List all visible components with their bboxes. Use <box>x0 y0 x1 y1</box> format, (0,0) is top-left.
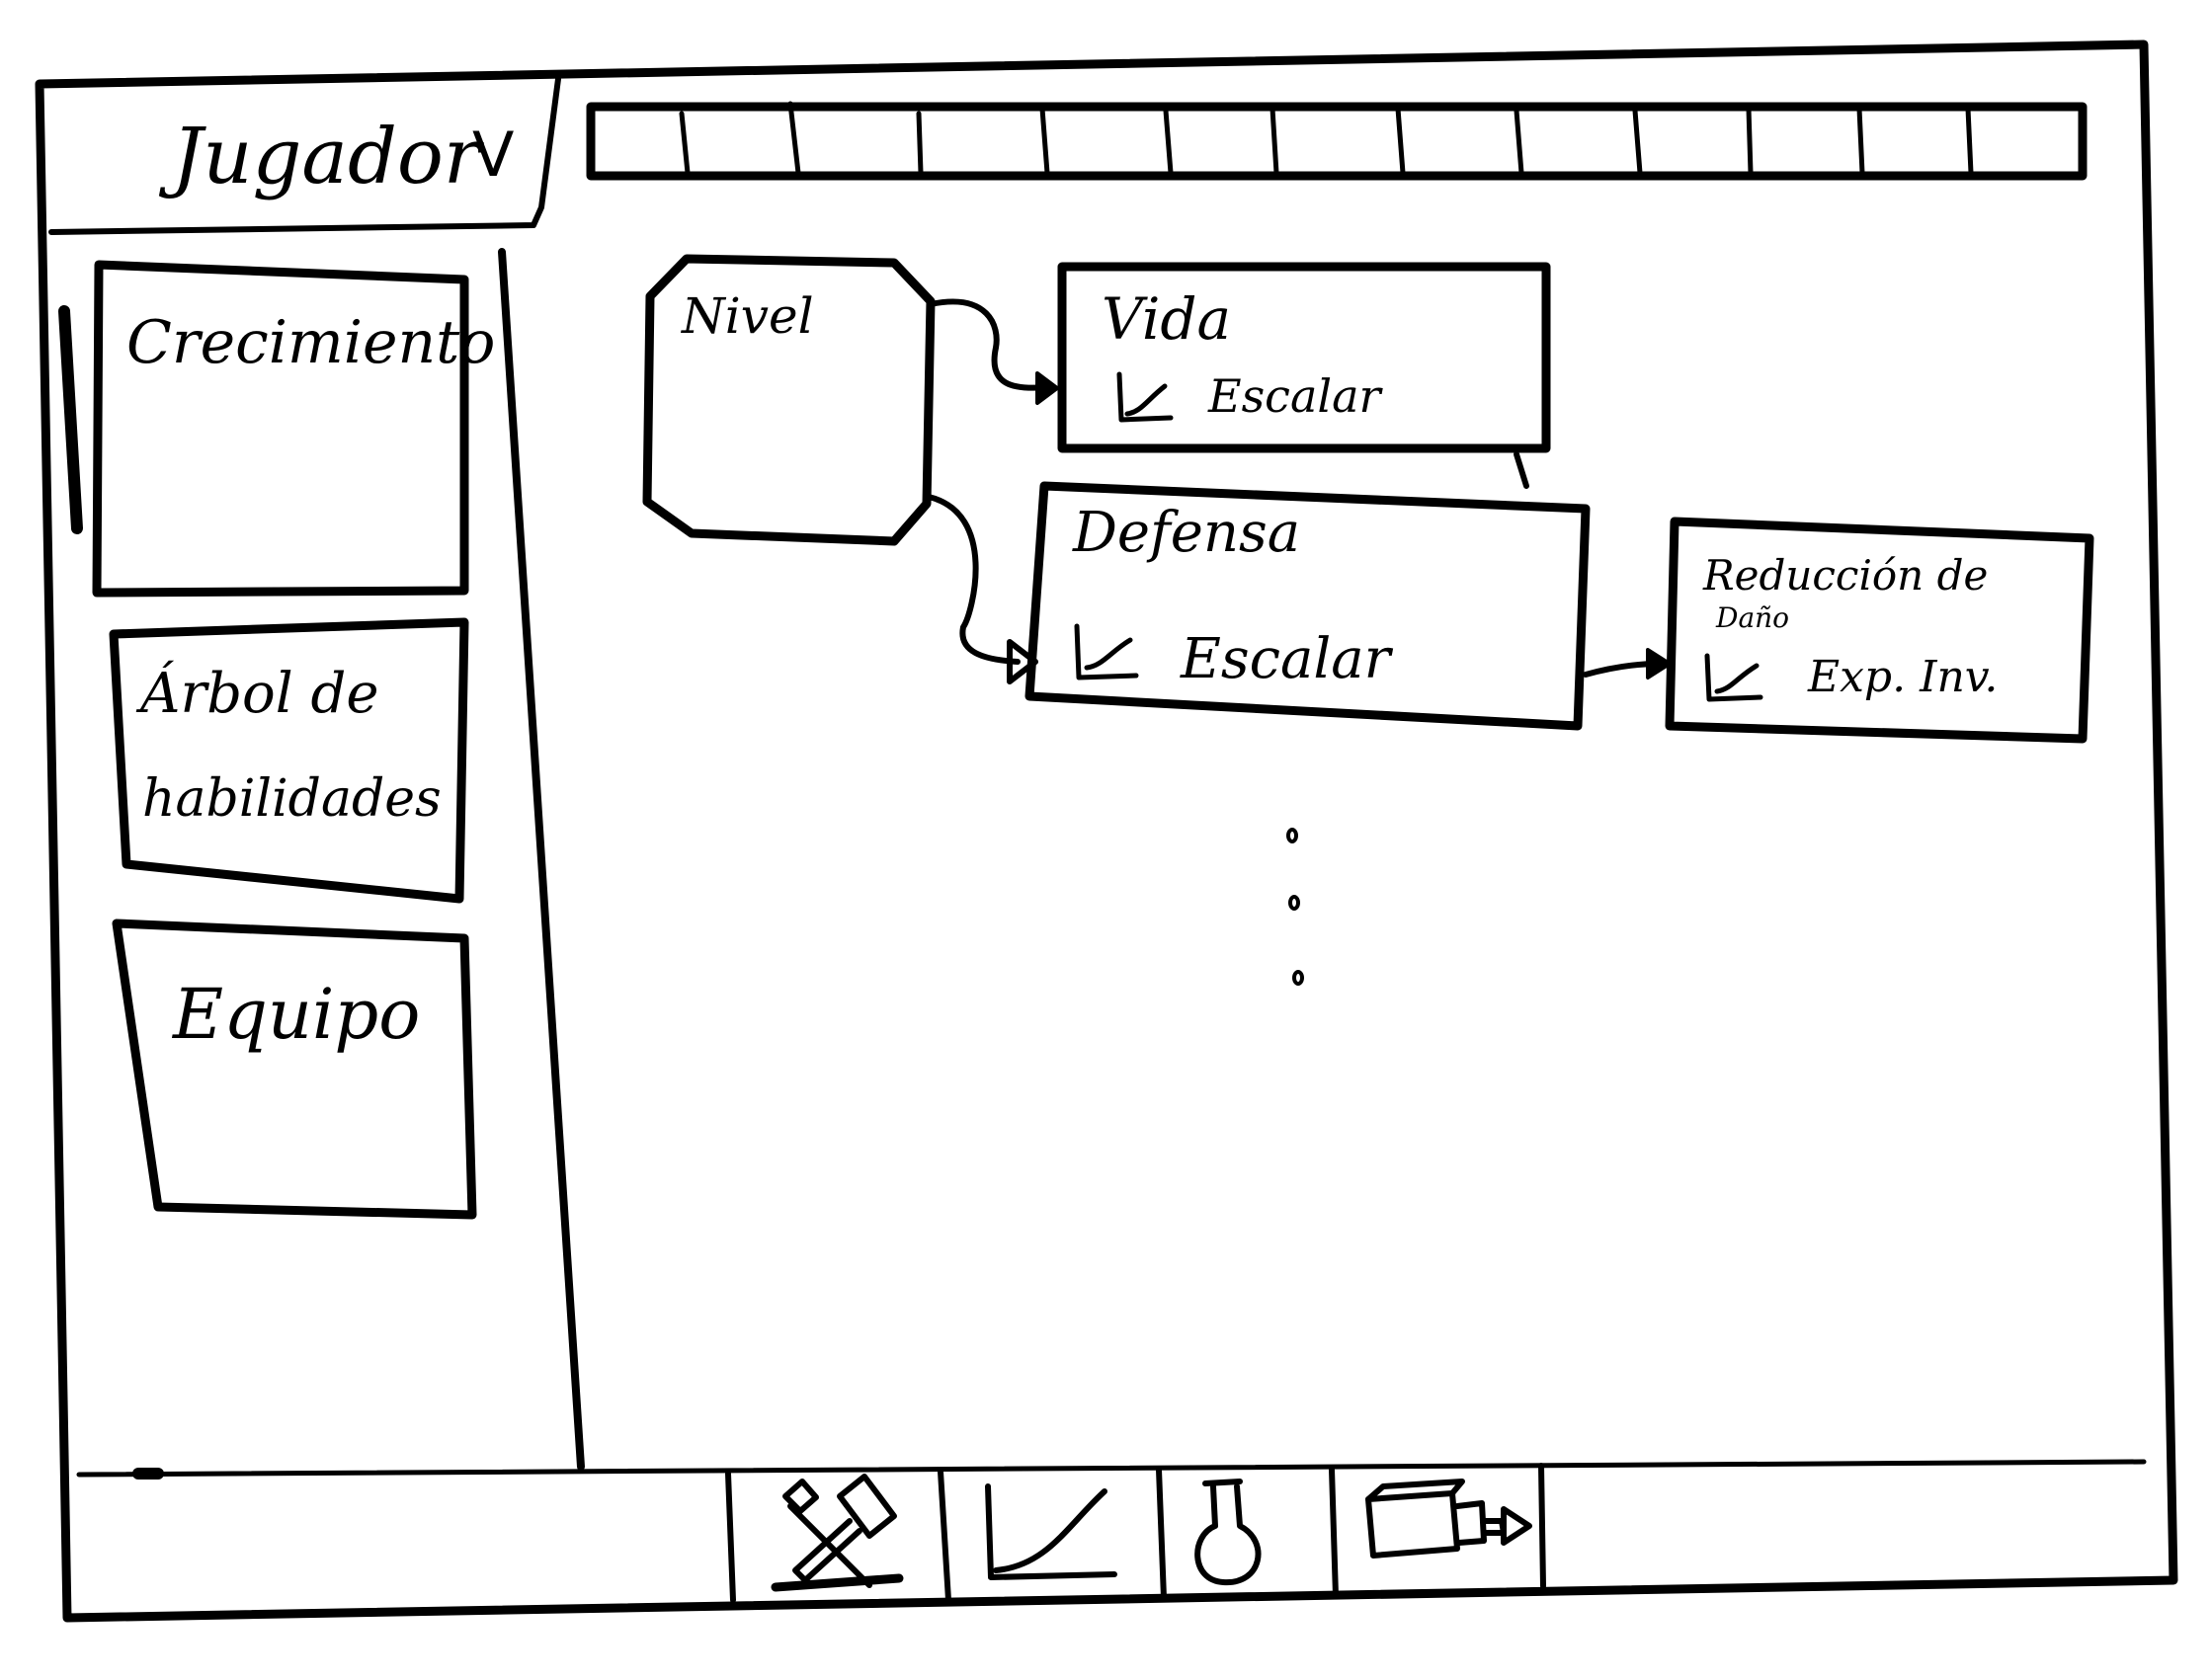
node-title: Vida <box>1102 285 1232 353</box>
vida-node-frame <box>1057 262 1551 453</box>
connector-nivel-vida <box>928 298 1050 391</box>
toolbar-growth-curve-button[interactable] <box>950 1475 1158 1593</box>
skill-node-reduccion-dano[interactable]: Reducción de Daño Exp. Inv. <box>1672 525 2087 731</box>
skill-node-vida[interactable]: Vida Escalar <box>1062 267 1546 448</box>
node-curve-label: Escalar <box>1208 369 1381 423</box>
header-divider <box>48 76 561 235</box>
arbol-box <box>109 617 469 904</box>
player-selector-label: Jugador <box>172 113 481 201</box>
reduccion-node-frame <box>1665 517 2094 744</box>
tools-icon-strokes <box>771 1474 904 1592</box>
sidebar-item-arbol-habilidades[interactable]: Árbol de habilidades <box>119 627 464 884</box>
sidebar-item-label: Crecimiento <box>126 308 496 377</box>
scaling-curve-icon <box>1074 623 1139 680</box>
node-title: Reducción de <box>1703 551 1989 600</box>
bottom-toolbar-top-line <box>76 1459 2147 1478</box>
sidebar-item-label: habilidades <box>142 769 442 829</box>
sidebar-item-label: Árbol de <box>140 662 379 726</box>
node-curve-label: Escalar <box>1181 627 1391 691</box>
window-frame <box>35 40 2178 1623</box>
node-title: Nivel <box>682 287 814 345</box>
nivel-node-frame <box>642 254 936 546</box>
sidebar-scroll-indicator <box>58 305 83 534</box>
equipo-box <box>112 919 477 1220</box>
plunger-box-icon-strokes <box>1365 1479 1532 1559</box>
scaling-curve-icon <box>1704 653 1763 702</box>
crecimiento-box <box>92 260 469 598</box>
toolbar-potion-button[interactable] <box>1166 1474 1329 1592</box>
skill-node-defensa[interactable]: Defensa Escalar <box>1037 494 1581 711</box>
node-title: Defensa <box>1073 501 1301 565</box>
toolbar-plunger-box-button[interactable] <box>1339 1472 1539 1585</box>
potion-flask-icon-strokes <box>1194 1479 1262 1586</box>
ellipsis-dot <box>1288 895 1300 911</box>
growth-curve-icon-strokes <box>985 1483 1117 1580</box>
chevron-down-icon: V <box>472 119 515 191</box>
sidebar-item-crecimiento[interactable]: Crecimiento <box>99 272 495 593</box>
tab-strip[interactable] <box>591 107 2083 176</box>
sidebar-divider <box>498 248 585 1471</box>
tab-strip-frame <box>586 102 2088 181</box>
toolbar-tools-button[interactable] <box>736 1477 939 1595</box>
ellipsis-dot <box>1292 970 1304 986</box>
sidebar-item-label: Equipo <box>173 974 421 1055</box>
more-nodes-indicator: ... <box>1284 820 1324 998</box>
skill-node-nivel[interactable]: Nivel <box>652 262 929 538</box>
connector-nivel-defensa <box>926 494 1021 665</box>
ellipsis-dot <box>1286 828 1298 843</box>
node-curve-label: Exp. Inv. <box>1808 652 1999 702</box>
node-title-line2: Daño <box>1716 601 1790 634</box>
sidebar-item-equipo[interactable]: Equipo <box>119 928 469 1210</box>
scaling-curve-icon <box>1116 371 1174 423</box>
player-selector[interactable]: Jugador V <box>158 109 533 217</box>
defensa-node-frame <box>1024 481 1591 731</box>
